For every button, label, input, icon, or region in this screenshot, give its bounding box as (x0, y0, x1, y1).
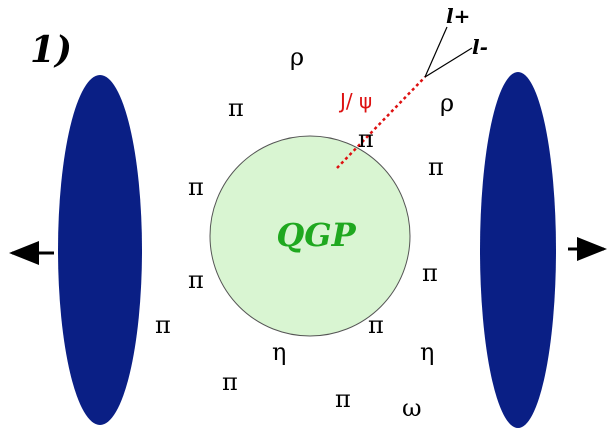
jpsi-label: J/ ψ (338, 89, 372, 113)
hadron-pi-upper-left: π (228, 94, 244, 122)
hadron-eta-left: η (272, 338, 286, 366)
lepton-plus-track (424, 26, 448, 78)
qgp-fireball (209, 135, 411, 337)
hadron-pi-left-upper: π (188, 173, 204, 201)
hadron-rho-top: ρ (290, 43, 304, 71)
hadron-pi-far-left: π (155, 311, 171, 339)
lepton-minus-track (424, 47, 473, 78)
hadron-pi-near-track: π (358, 125, 374, 153)
hadron-pi-right-upper: π (428, 153, 444, 181)
left-nucleus (58, 75, 142, 425)
right-nucleus (480, 72, 556, 428)
hadron-pi-right-middle: π (422, 259, 438, 287)
panel-label: 1) (30, 29, 72, 71)
hadron-omega: ω (402, 394, 422, 422)
lepton-minus-label: l- (472, 35, 488, 59)
qgp-label: QGP (276, 216, 356, 254)
hadron-pi-left-lower: π (188, 266, 204, 294)
hadron-pi-lower-right: π (368, 311, 384, 339)
hadron-eta-right: η (420, 338, 434, 366)
lepton-plus-label: l+ (446, 4, 470, 28)
hadron-rho-right: ρ (440, 89, 454, 117)
hadron-pi-bottom-left: π (222, 368, 238, 396)
hadron-pi-bottom-center: π (335, 385, 351, 413)
